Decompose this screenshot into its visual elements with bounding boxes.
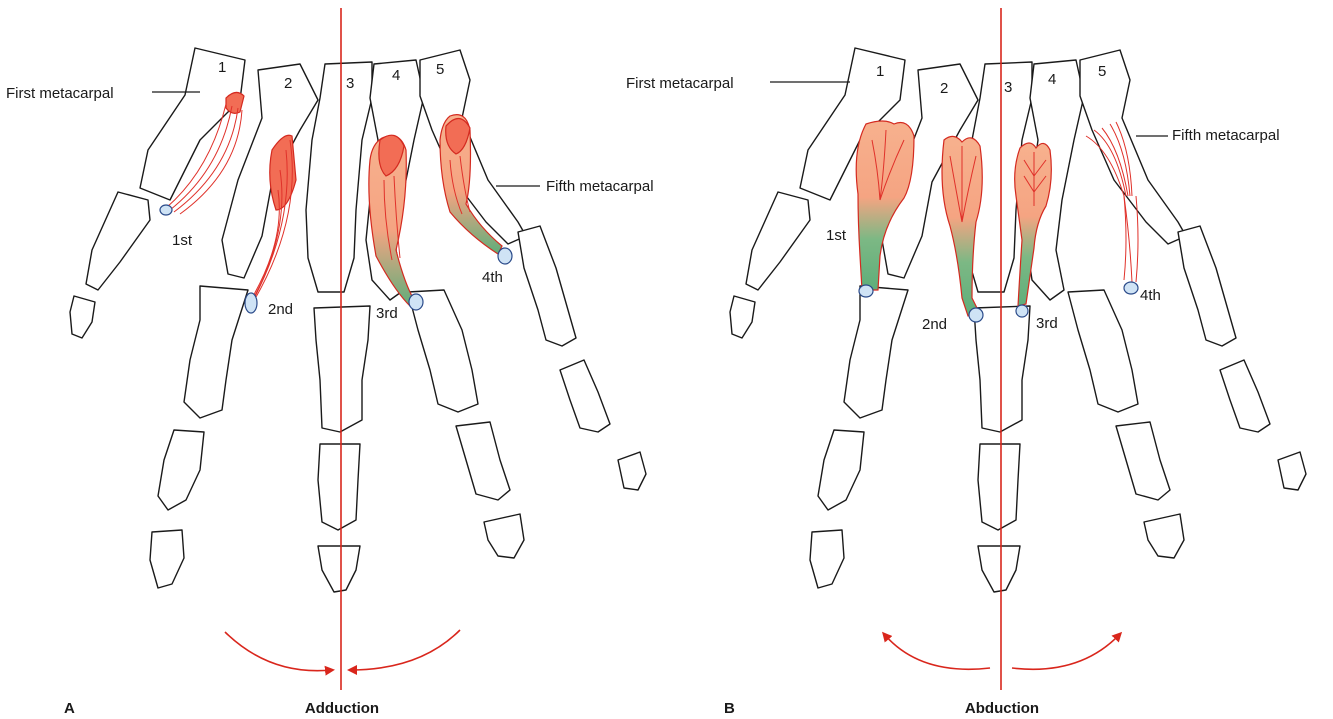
muscle-label-4th-b: 4th — [1140, 287, 1161, 304]
digit-number-2-b: 2 — [940, 80, 948, 97]
abduction-arrow-left — [884, 634, 990, 669]
panel-b: First metacarpal Fifth metacarpal 1 2 3 … — [626, 8, 1306, 717]
muscle-label-3rd-a: 3rd — [376, 305, 398, 322]
digit-number-5-b: 5 — [1098, 63, 1106, 80]
muscle-label-1st-a: 1st — [172, 232, 193, 249]
adduction-arrow-right — [350, 630, 460, 670]
muscle-label-1st-b: 1st — [826, 227, 847, 244]
adduction-arrow-left — [225, 632, 332, 671]
muscle-label-4th-a: 4th — [482, 269, 503, 286]
digit-number-1-b: 1 — [876, 63, 884, 80]
abduction-arrow-right — [1012, 634, 1120, 669]
digit-number-3-b: 3 — [1004, 79, 1012, 96]
digit-number-3-a: 3 — [346, 75, 354, 92]
muscle-label-2nd-b: 2nd — [922, 316, 947, 333]
label-fifth-metacarpal-a: Fifth metacarpal — [546, 178, 654, 195]
label-first-metacarpal-a: First metacarpal — [6, 85, 114, 102]
muscle-label-2nd-a: 2nd — [268, 301, 293, 318]
label-first-metacarpal-b: First metacarpal — [626, 75, 734, 92]
caption-adduction: Adduction — [305, 700, 379, 717]
hand-skeleton-a — [70, 48, 646, 592]
panel-letter-a: A — [64, 700, 75, 717]
digit-number-2-a: 2 — [284, 75, 292, 92]
panel-a: First metacarpal Fifth metacarpal 1 2 3 … — [6, 8, 654, 717]
caption-abduction: Abduction — [965, 700, 1039, 717]
digit-number-4-b: 4 — [1048, 71, 1056, 88]
panel-letter-b: B — [724, 700, 735, 717]
muscle-label-3rd-b: 3rd — [1036, 315, 1058, 332]
digit-number-4-a: 4 — [392, 67, 400, 84]
digit-number-5-a: 5 — [436, 61, 444, 78]
digit-number-1-a: 1 — [218, 59, 226, 76]
label-fifth-metacarpal-b: Fifth metacarpal — [1172, 127, 1280, 144]
